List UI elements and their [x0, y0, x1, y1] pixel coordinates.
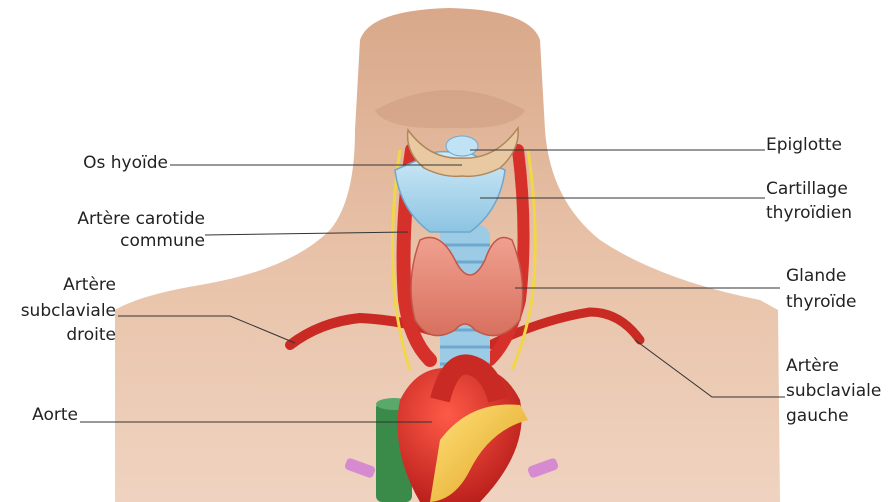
label-glande-line1: Glande — [786, 265, 846, 287]
label-artere-carotide-line1: Artère carotide — [77, 208, 205, 230]
label-os-hyoide: Os hyoïde — [83, 152, 168, 174]
label-glande-line2: thyroïde — [786, 291, 857, 313]
label-subclav-droite-line1: Artère — [63, 274, 116, 296]
label-epiglotte: Epiglotte — [766, 134, 842, 156]
label-subclav-droite-line2: subclaviale — [21, 300, 116, 322]
label-aorte: Aorte — [32, 404, 78, 426]
label-cartillage-line1: Cartillage — [766, 178, 848, 200]
label-subclav-droite-line3: droite — [66, 324, 116, 346]
label-subclav-gauche-line1: Artère — [786, 355, 839, 377]
label-artere-carotide-line2: commune — [120, 230, 205, 252]
epiglottis — [446, 136, 478, 156]
label-cartillage-line2: thyroïdien — [766, 202, 852, 224]
label-subclav-gauche-line2: subclaviale — [786, 380, 881, 402]
label-subclav-gauche-line3: gauche — [786, 405, 849, 427]
